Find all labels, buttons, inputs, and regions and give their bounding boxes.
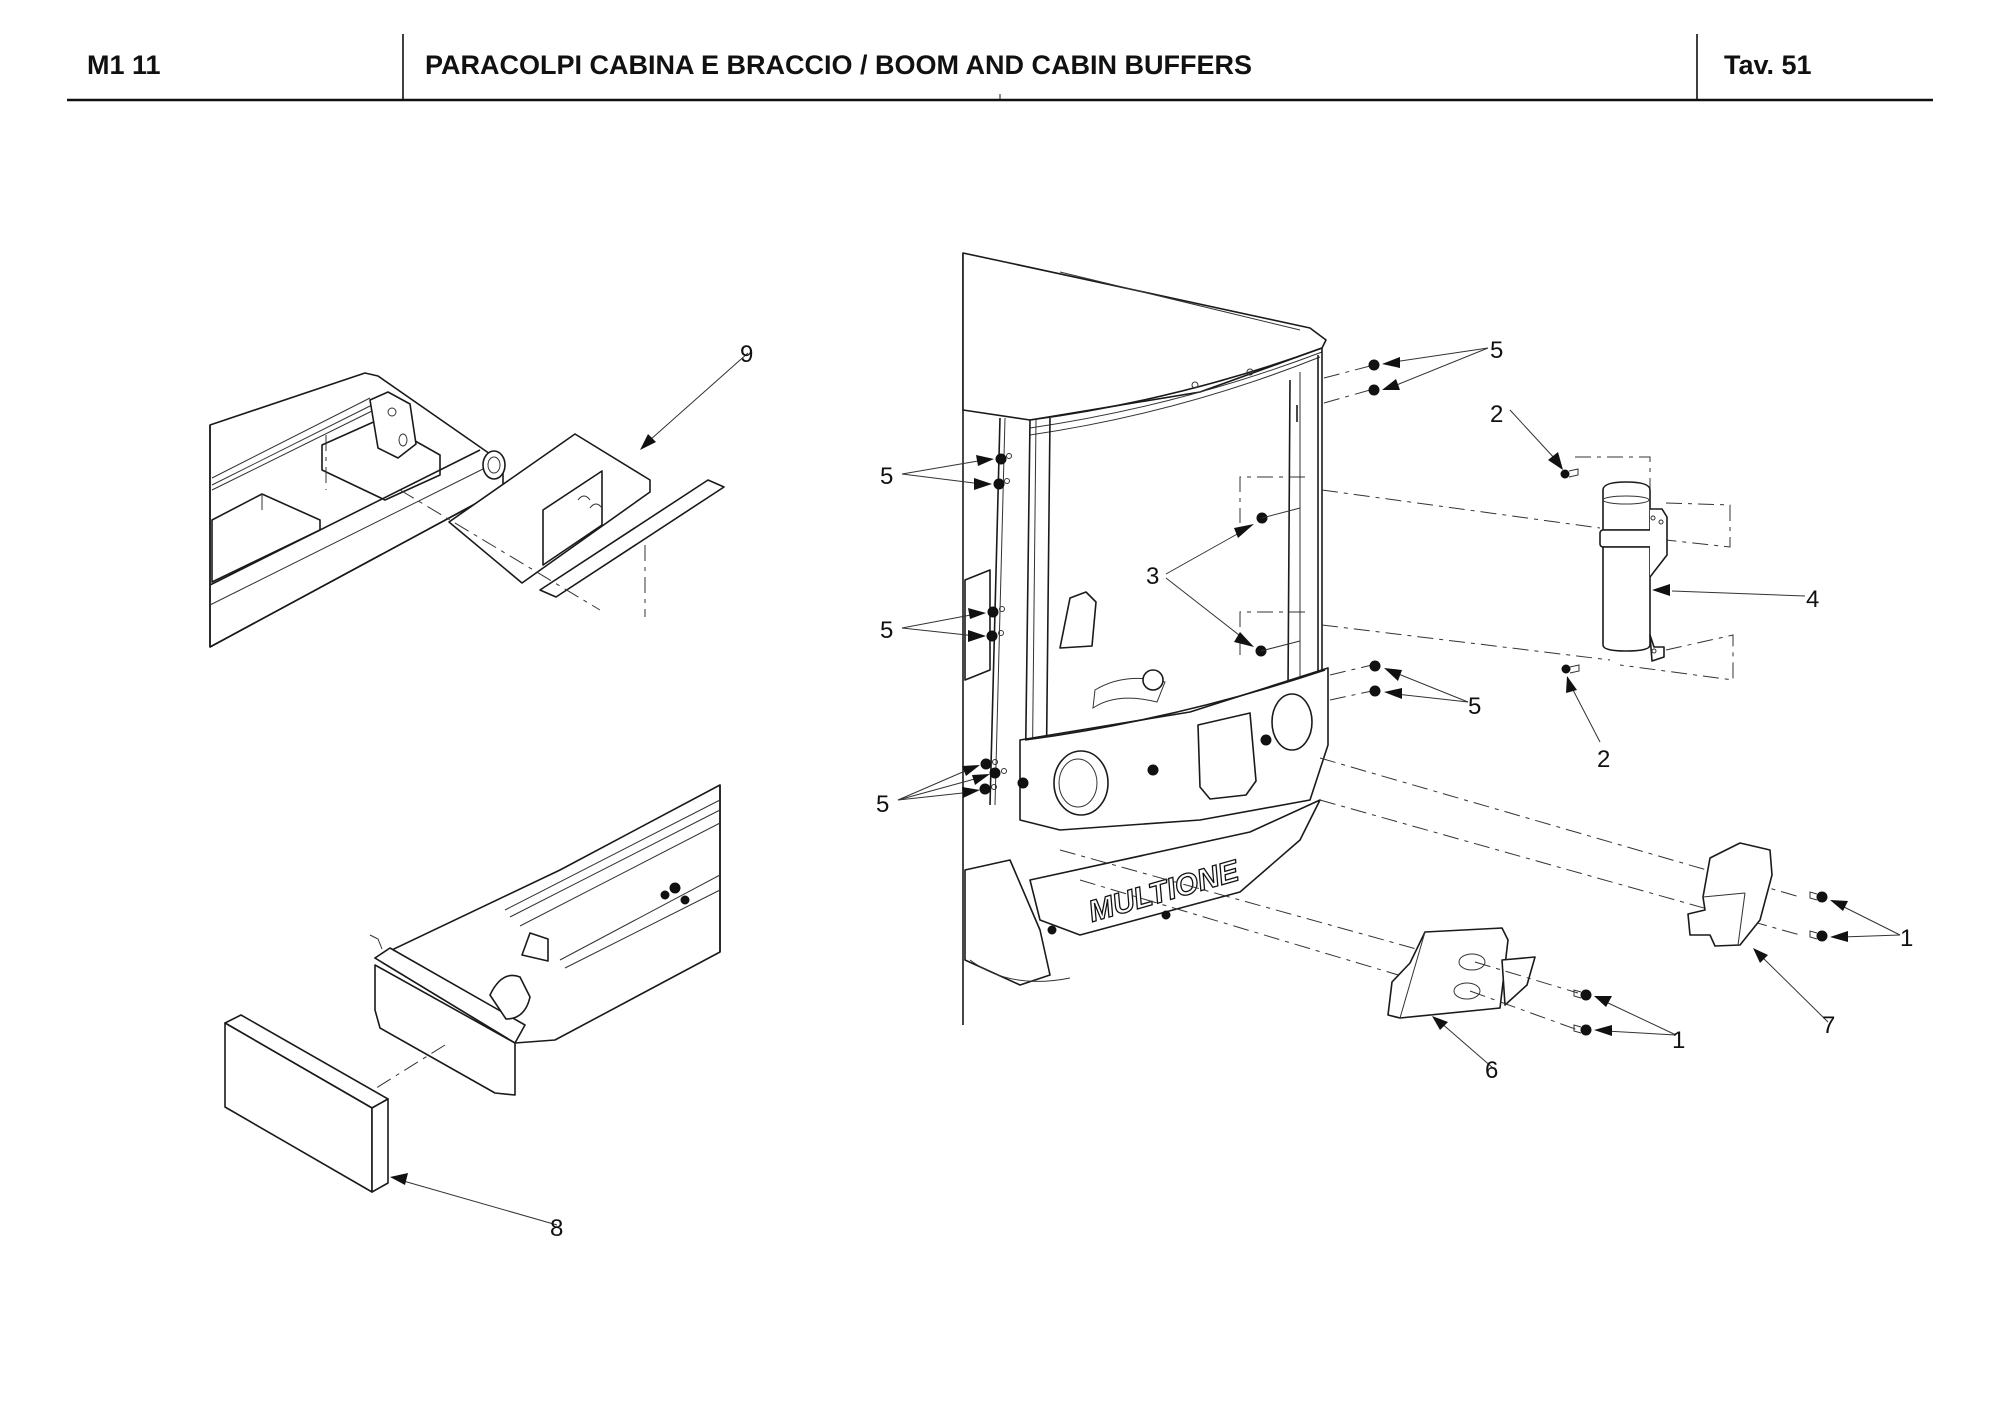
callout-5e: 5 bbox=[1468, 693, 1481, 720]
callout-5c: 5 bbox=[876, 791, 889, 818]
part-8-boom-pad: 8 bbox=[224, 1014, 563, 1242]
cabin-assembly: MULTIONE bbox=[962, 252, 1329, 1025]
callout-6: 6 bbox=[1485, 1057, 1498, 1084]
part-4-cylinder: 4 bbox=[1321, 456, 1819, 681]
callout-5a: 5 bbox=[880, 463, 893, 490]
callout-1b: 1 bbox=[1900, 925, 1913, 952]
header-code: M1 11 bbox=[87, 50, 161, 80]
boom-head-assembly bbox=[209, 372, 506, 648]
callout-1a: 1 bbox=[1672, 1027, 1685, 1054]
part-5-nuts-left: 5 5 5 bbox=[876, 453, 1012, 818]
callout-5d: 5 bbox=[1490, 337, 1503, 364]
boom-tip-assembly bbox=[364, 784, 721, 1096]
callout-7: 7 bbox=[1822, 1012, 1835, 1039]
page-title: PARACOLPI CABINA E BRACCIO / BOOM AND CA… bbox=[425, 50, 1252, 80]
part-9-boom-cover: 9 bbox=[399, 341, 753, 617]
callout-5b: 5 bbox=[880, 617, 893, 644]
callout-8: 8 bbox=[550, 1215, 563, 1242]
part-5-nuts-right: 5 5 bbox=[1323, 337, 1503, 720]
callout-3: 3 bbox=[1146, 563, 1159, 590]
callout-4: 4 bbox=[1806, 586, 1819, 613]
part-3-bolts: 3 bbox=[1146, 476, 1305, 657]
callout-9: 9 bbox=[740, 341, 753, 368]
header-rules bbox=[67, 34, 1933, 102]
callout-2b: 2 bbox=[1597, 746, 1610, 773]
part-6-cabin-buffer-left: 6 bbox=[1059, 849, 1579, 1084]
callout-2a: 2 bbox=[1490, 401, 1503, 428]
part-7-cabin-buffer-right: 7 bbox=[1319, 757, 1835, 1039]
table-number: Tav. 51 bbox=[1724, 50, 1812, 80]
part-1-screws: 1 1 bbox=[1573, 891, 1913, 1054]
part-2-screws: 2 2 bbox=[1490, 401, 1610, 773]
